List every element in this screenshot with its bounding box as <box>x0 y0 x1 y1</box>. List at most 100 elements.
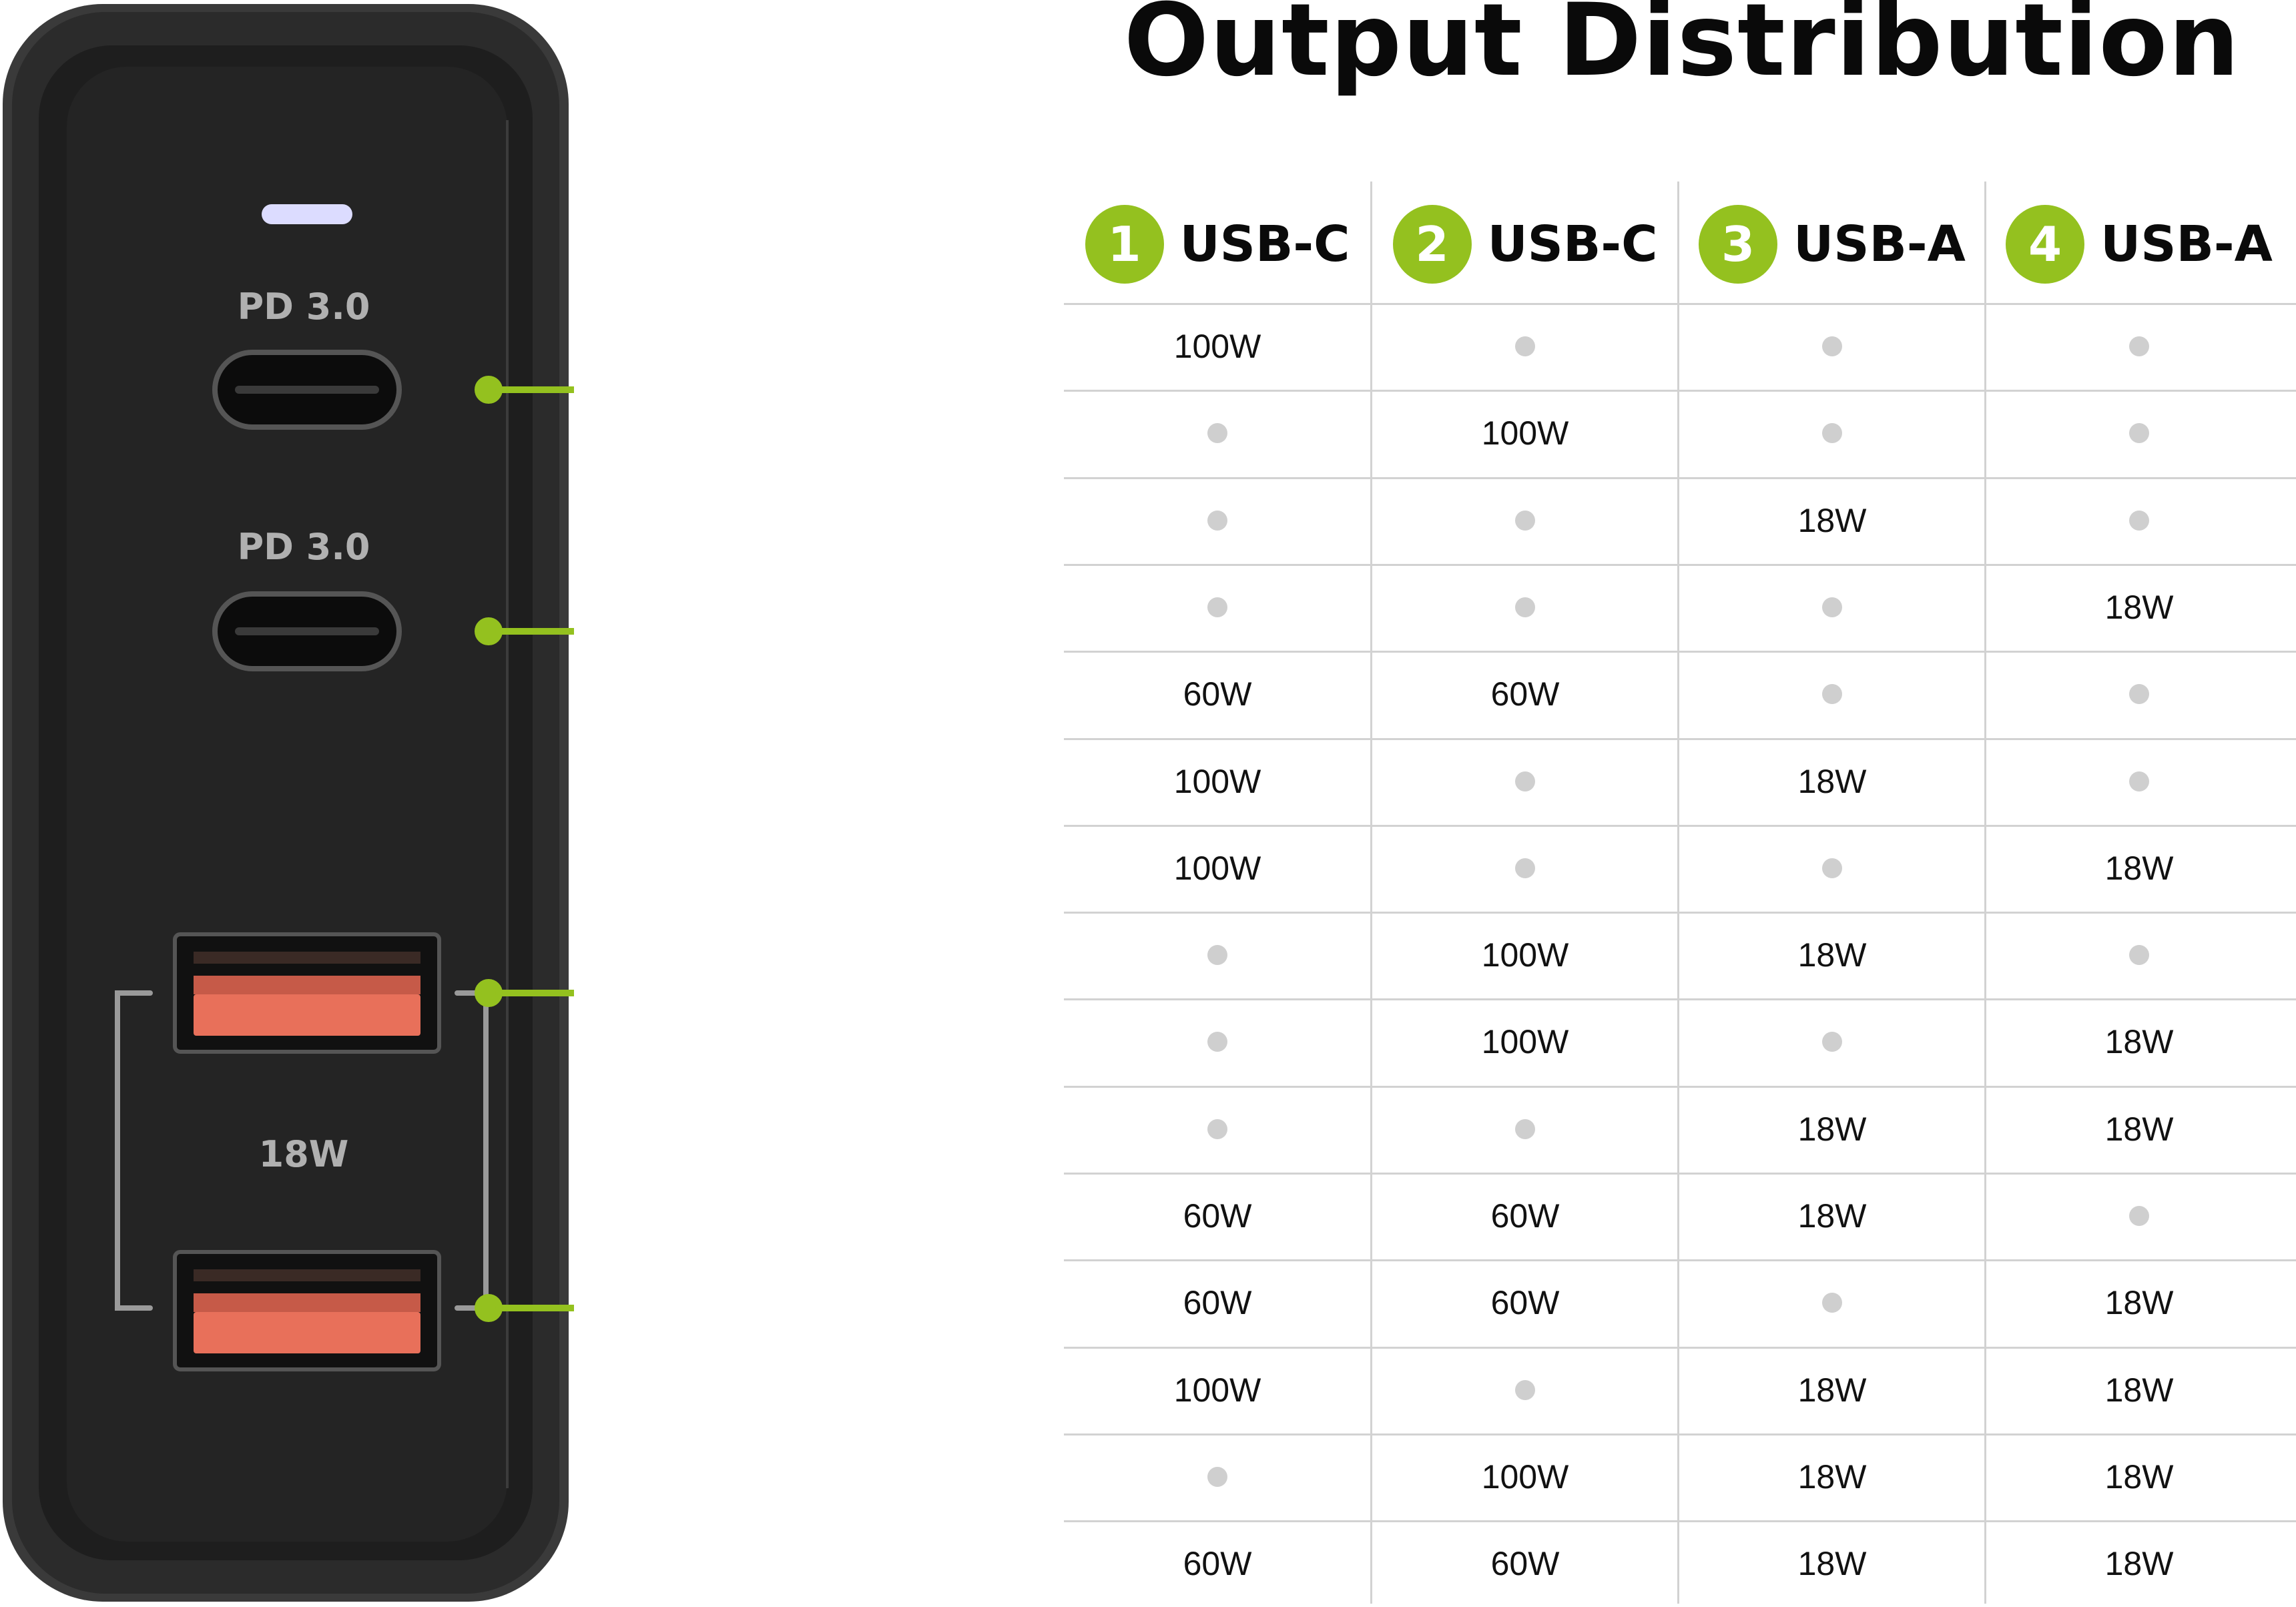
table-cell-value: 60W <box>1183 1197 1252 1235</box>
inactive-dot-icon <box>1207 597 1227 617</box>
inactive-dot-icon <box>1515 858 1535 878</box>
port1-label: PD 3.0 <box>238 286 370 328</box>
column-header-3: 3 USB-A <box>1679 198 1986 291</box>
table-cell-empty <box>1064 564 1371 651</box>
table-cell-value: 60W <box>1183 675 1252 713</box>
table-cell-empty <box>1986 303 2293 390</box>
table-cell-empty <box>1064 998 1371 1085</box>
table-cell-empty <box>1372 477 1679 564</box>
column-header-1: 1 USB-C <box>1064 198 1371 291</box>
table-cell-value: 18W <box>1797 1110 1867 1148</box>
table-cell-value: 18W <box>2104 1023 2174 1061</box>
table-cell-empty <box>1372 825 1679 912</box>
row-divider <box>1064 1173 2296 1175</box>
inactive-dot-icon <box>1515 1379 1535 1400</box>
row-divider <box>1064 563 2296 566</box>
table-cell-value: 100W <box>1173 328 1261 365</box>
table-cell-value: 100W <box>1173 849 1261 887</box>
inactive-dot-icon <box>1822 597 1842 617</box>
table-cell-empty <box>1679 1259 1986 1346</box>
inactive-dot-icon <box>1207 1032 1227 1052</box>
table-cell-value: 18W <box>1797 1197 1867 1235</box>
table-cell-value: 100W <box>1481 1023 1569 1061</box>
table-cell-value: 18W <box>1797 936 1867 974</box>
inactive-dot-icon <box>1515 510 1535 531</box>
inactive-dot-icon <box>1515 771 1535 791</box>
usba-bracket-left <box>115 990 153 1311</box>
table-cell-value: 60W <box>1490 1284 1560 1322</box>
inactive-dot-icon <box>1822 1293 1842 1313</box>
inactive-dot-icon <box>2129 945 2149 966</box>
port-number-badge: 1 <box>1085 205 1164 284</box>
row-divider <box>1064 824 2296 827</box>
table-cell-value: 18W <box>2104 588 2174 626</box>
table-cell-empty <box>1372 564 1679 651</box>
usba-bracket-right <box>455 990 489 1311</box>
table-cell-value: 100W <box>1481 936 1569 974</box>
inactive-dot-icon <box>1207 423 1227 444</box>
port-number-badge: 4 <box>2006 205 2085 284</box>
table-cell-value: 60W <box>1490 675 1560 713</box>
table-cell-empty <box>1372 303 1679 390</box>
charger-illustration: PD 3.0 PD 3.0 18W 1 2 3 4 <box>3 4 574 1602</box>
inactive-dot-icon <box>2129 510 2149 531</box>
table-cell-empty <box>1679 651 1986 737</box>
table-cell-value: 18W <box>1797 501 1867 539</box>
table-cell-empty <box>1064 1086 1371 1173</box>
table-cell-empty <box>1679 303 1986 390</box>
row-divider <box>1064 303 2296 305</box>
port-number-badge: 3 <box>1699 205 1778 284</box>
table-cell-empty <box>1064 390 1371 476</box>
table-cell-value: 18W <box>2104 849 2174 887</box>
table-cell-value: 18W <box>2104 1371 2174 1409</box>
port-type-label: USB-A <box>2100 216 2273 273</box>
row-divider <box>1064 737 2296 740</box>
row-divider <box>1064 390 2296 392</box>
inactive-dot-icon <box>1515 1118 1535 1139</box>
table-cell-value: 100W <box>1173 1371 1261 1409</box>
inactive-dot-icon <box>2129 771 2149 791</box>
table-cell-value: 18W <box>2104 1458 2174 1496</box>
table-cell-empty <box>1064 912 1371 998</box>
table-cell-empty <box>1986 912 2293 998</box>
row-divider <box>1064 1259 2296 1262</box>
page-title: Output Distribution <box>1123 0 2241 99</box>
inactive-dot-icon <box>1207 945 1227 966</box>
row-divider <box>1064 651 2296 653</box>
led-indicator <box>262 204 352 224</box>
table-cell-value: 100W <box>1481 1458 1569 1496</box>
inactive-dot-icon <box>1515 336 1535 356</box>
inactive-dot-icon <box>1515 597 1535 617</box>
table-cell-value: 18W <box>2104 1110 2174 1148</box>
usba-power-label: 18W <box>259 1133 349 1175</box>
row-divider <box>1064 1346 2296 1349</box>
table-cell-empty <box>1064 1433 1371 1520</box>
row-divider <box>1064 998 2296 1001</box>
table-cell-value: 18W <box>2104 1545 2174 1583</box>
port-type-label: USB-C <box>1179 216 1350 273</box>
table-cell-empty <box>1986 1173 2293 1259</box>
inactive-dot-icon <box>1207 1466 1227 1487</box>
table-cell-empty <box>1064 477 1371 564</box>
row-divider <box>1064 1433 2296 1435</box>
inactive-dot-icon <box>1207 1118 1227 1139</box>
inactive-dot-icon <box>1822 684 1842 705</box>
table-cell-value: 60W <box>1490 1545 1560 1583</box>
table-cell-empty <box>1679 564 1986 651</box>
row-divider <box>1064 1520 2296 1523</box>
table-cell-value: 18W <box>1797 762 1867 800</box>
table-cell-value: 100W <box>1481 414 1569 452</box>
column-header-4: 4 USB-A <box>1986 198 2293 291</box>
table-cell-empty <box>1679 390 1986 476</box>
table-cell-empty <box>1372 1086 1679 1173</box>
table-cell-empty <box>1986 738 2293 825</box>
table-cell-empty <box>1679 998 1986 1085</box>
table-cell-value: 18W <box>1797 1545 1867 1583</box>
table-cell-value: 60W <box>1490 1197 1560 1235</box>
port-type-label: USB-C <box>1487 216 1658 273</box>
table-cell-value: 18W <box>1797 1458 1867 1496</box>
table-cell-empty <box>1986 651 2293 737</box>
table-cell-empty <box>1986 390 2293 476</box>
port-type-label: USB-A <box>1793 216 1966 273</box>
inactive-dot-icon <box>1822 858 1842 878</box>
